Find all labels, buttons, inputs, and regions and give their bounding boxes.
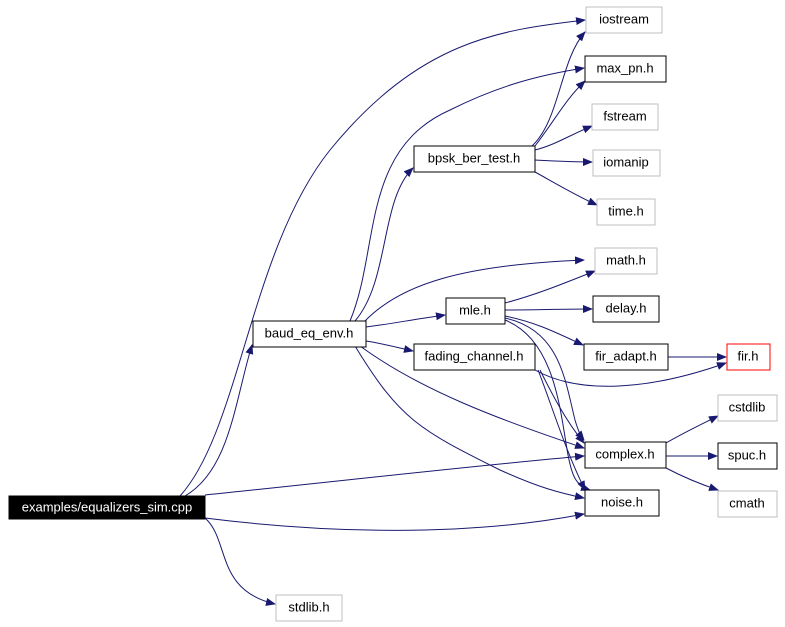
edge-complex-cmath	[665, 467, 719, 491]
node-fstream-label: fstream	[603, 108, 646, 123]
edge-bpsk-fstream	[534, 125, 593, 151]
edge-fading-complex	[539, 369, 585, 444]
node-max-pn-h[interactable]: max_pn.h	[584, 55, 667, 83]
node-mle-h[interactable]: mle.h	[445, 297, 506, 325]
node-noise-h-label: noise.h	[601, 494, 643, 509]
node-math-h[interactable]: math.h	[594, 247, 658, 275]
node-fir-adapt-h-label: fir_adapt.h	[595, 348, 656, 363]
edge-root-stdlib	[204, 517, 276, 606]
node-cmath[interactable]: cmath	[717, 490, 778, 518]
node-spuc-h[interactable]: spuc.h	[717, 442, 778, 470]
edge-baud-noise	[354, 345, 585, 501]
node-iomanip-label: iomanip	[603, 154, 649, 169]
edge-baud-mle	[365, 312, 446, 328]
node-root-label: examples/equalizers_sim.cpp	[22, 499, 193, 514]
edge-baud-bpsk	[354, 167, 414, 322]
edge-baud-math	[364, 256, 585, 322]
edge-baud-maxpn	[349, 65, 585, 322]
node-delay-h[interactable]: delay.h	[592, 295, 660, 323]
node-complex-h-label: complex.h	[595, 446, 654, 461]
edge-root-baud	[184, 344, 254, 497]
node-complex-h[interactable]: complex.h	[584, 441, 667, 469]
edge-root-iostream	[179, 17, 586, 497]
node-cstdlib-label: cstdlib	[729, 399, 766, 414]
node-fir-adapt-h[interactable]: fir_adapt.h	[583, 343, 669, 371]
node-stdlib-h-label: stdlib.h	[288, 599, 329, 614]
edge-root-noise	[204, 511, 585, 531]
node-bpsk-ber-test-h[interactable]: bpsk_ber_test.h	[413, 145, 536, 173]
edge-root-complex	[204, 452, 585, 496]
edge-mle-math	[504, 270, 596, 304]
node-fading-channel-h-label: fading_channel.h	[424, 348, 523, 363]
edge-bpsk-time	[534, 171, 598, 206]
edge-fading-fir	[534, 362, 727, 387]
node-mle-h-label: mle.h	[459, 302, 491, 317]
node-fstream[interactable]: fstream	[591, 103, 659, 131]
node-bpsk-ber-test-h-label: bpsk_ber_test.h	[428, 150, 521, 165]
node-time-h[interactable]: time.h	[596, 198, 656, 226]
node-iomanip[interactable]: iomanip	[592, 149, 661, 177]
edge-mle-delay	[504, 305, 593, 314]
edge-mle-firadapt	[504, 315, 584, 346]
edge-bpsk-iostream	[531, 31, 586, 147]
node-noise-h[interactable]: noise.h	[584, 489, 660, 517]
node-fir-h[interactable]: fir.h	[726, 343, 771, 371]
node-spuc-h-label: spuc.h	[728, 447, 766, 462]
edge-bpsk-maxpn	[534, 80, 586, 147]
edge-mle-noise	[504, 319, 591, 491]
node-fir-h-label: fir.h	[738, 348, 759, 363]
node-stdlib-h[interactable]: stdlib.h	[275, 594, 343, 622]
edge-complex-cstdlib	[665, 415, 719, 444]
edge-baud-complex	[359, 345, 585, 449]
node-root[interactable]: examples/equalizers_sim.cpp	[8, 495, 206, 520]
edge-baud-fading	[365, 340, 414, 353]
node-fading-channel-h[interactable]: fading_channel.h	[413, 343, 536, 371]
node-baud-eq-env-h-label: baud_eq_env.h	[265, 325, 354, 340]
node-iostream-label: iostream	[599, 11, 649, 26]
node-time-h-label: time.h	[608, 203, 643, 218]
node-baud-eq-env-h[interactable]: baud_eq_env.h	[252, 320, 367, 348]
node-iostream[interactable]: iostream	[585, 6, 663, 34]
edge-bpsk-iomanip	[534, 157, 593, 166]
node-cstdlib[interactable]: cstdlib	[717, 394, 778, 422]
node-delay-h-label: delay.h	[606, 300, 647, 315]
node-max-pn-h-label: max_pn.h	[596, 60, 653, 75]
node-cmath-label: cmath	[729, 495, 764, 510]
edge-fading-noise	[537, 369, 586, 491]
node-math-h-label: math.h	[606, 252, 646, 267]
